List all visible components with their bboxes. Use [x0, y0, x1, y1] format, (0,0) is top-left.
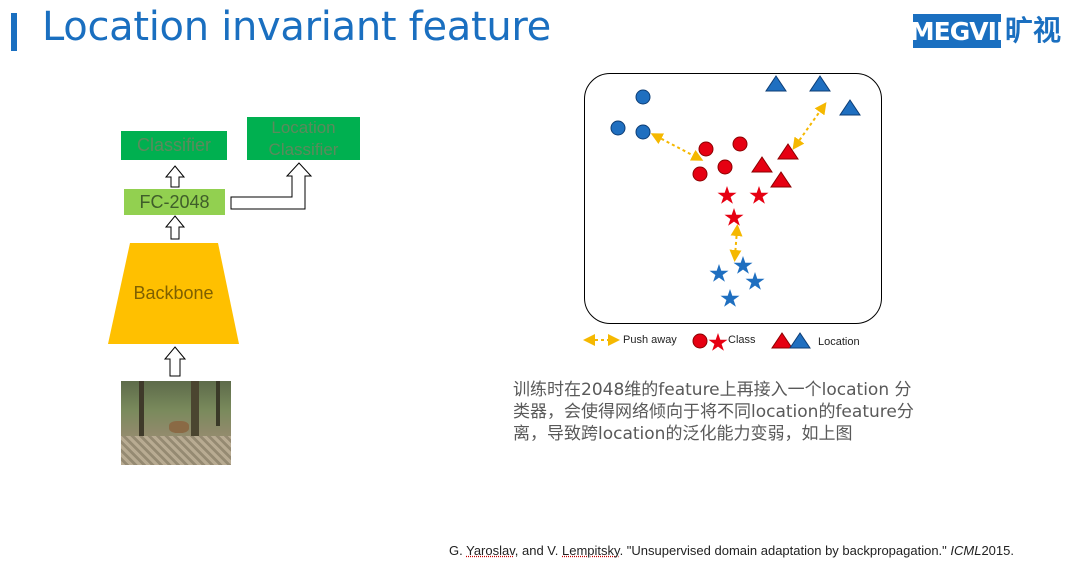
logo-mark: MEGVII: [910, 14, 1005, 48]
arrow-up-icon: [164, 215, 186, 240]
fc-label: FC-2048: [139, 191, 210, 212]
legend-red-triangle-icon: [771, 332, 793, 349]
blue-star-marker: [745, 272, 765, 290]
red-triangle-marker: [770, 171, 792, 188]
description-line: 训练时在2048维的feature上再接入一个location 分: [513, 380, 912, 400]
citation-author-2: Lempitsky: [562, 543, 620, 558]
red-star-marker: [724, 208, 744, 226]
legend-red-circle-icon: [692, 333, 708, 349]
push-away-arrow: [729, 224, 743, 262]
location-classifier-label-1: Location: [271, 117, 336, 137]
classifier-label: Classifier: [136, 135, 211, 155]
blue-triangle-marker: [839, 99, 861, 116]
citation-venue: ICML: [950, 543, 982, 558]
citation: G. Yaroslav, and V. Lempitsky. "Unsuperv…: [449, 543, 1014, 558]
blue-star-marker: [709, 264, 729, 282]
legend-push-away-label: Push away: [623, 334, 677, 346]
red-triangle-marker: [751, 156, 773, 173]
blue-star-marker: [733, 256, 753, 274]
classifier-box: Classifier: [121, 131, 227, 160]
arrow-up-icon: [163, 346, 187, 377]
push-away-arrow: [792, 102, 827, 150]
deer-figure: [169, 421, 189, 433]
legend-class-label: Class: [728, 334, 756, 346]
blue-triangle-marker: [765, 75, 787, 92]
push-away-arrow: [650, 133, 704, 161]
logo-chinese: 旷视: [1005, 14, 1062, 47]
red-circle-marker: [698, 141, 714, 157]
legend-blue-triangle-icon: [789, 332, 811, 349]
megvii-logo: MEGVII 旷视: [910, 14, 1068, 48]
bent-arrow-icon: [230, 162, 313, 210]
backbone-label: Backbone: [133, 283, 214, 303]
page-title: Location invariant feature: [42, 4, 551, 50]
title-accent-bar: [11, 13, 17, 51]
citation-year: 2015.: [981, 543, 1014, 558]
blue-triangle-marker: [809, 75, 831, 92]
fc-box: FC-2048: [124, 189, 225, 215]
description-line: 类器，会使得网络倾向于将不同location的feature分: [513, 402, 914, 422]
red-star-marker: [749, 186, 769, 204]
blue-circle-marker: [635, 124, 651, 140]
red-circle-marker: [692, 166, 708, 182]
legend-red-star-icon: [708, 333, 728, 351]
location-classifier-label-2: Classifier: [268, 139, 339, 159]
camera-trap-photo: [121, 381, 231, 465]
red-star-marker: [717, 186, 737, 204]
location-classifier-box: Location Classifier: [247, 117, 360, 160]
arrow-up-icon: [164, 165, 186, 188]
backbone-shape: [108, 243, 239, 344]
blue-star-marker: [720, 289, 740, 307]
red-circle-marker: [717, 159, 733, 175]
red-triangle-marker: [777, 143, 799, 160]
feature-space-frame: [584, 73, 882, 324]
description-text: 训练时在2048维的feature上再接入一个location 分 类器，会使得…: [513, 379, 933, 445]
description-line: 离，导致跨location的泛化能力变弱，如上图: [513, 424, 853, 444]
citation-author-1: Yaroslav: [466, 543, 515, 558]
legend-location-label: Location: [818, 336, 860, 348]
blue-circle-marker: [610, 120, 626, 136]
blue-circle-marker: [635, 89, 651, 105]
red-circle-marker: [732, 136, 748, 152]
